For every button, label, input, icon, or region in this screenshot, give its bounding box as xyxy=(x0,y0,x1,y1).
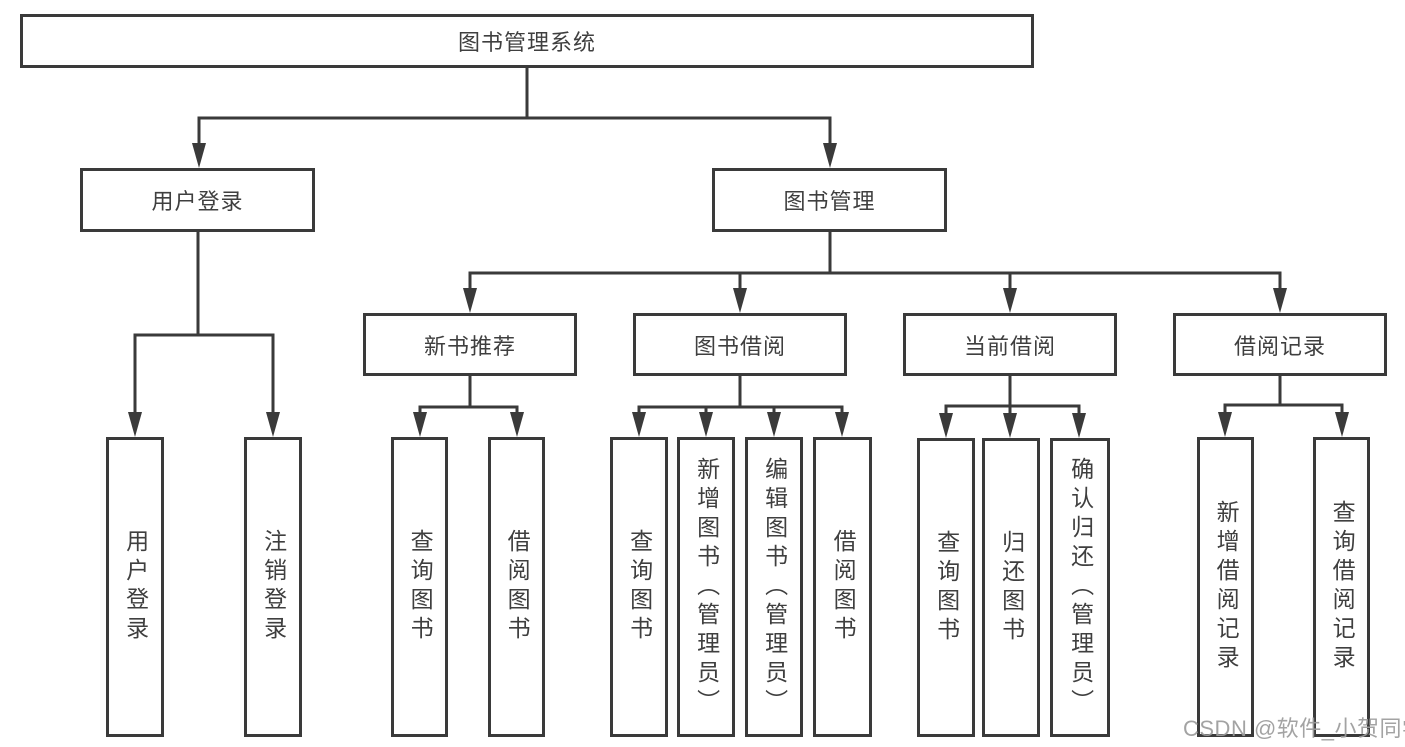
leaf-add-borrow-record-label: 新增借阅记录 xyxy=(1213,500,1240,674)
leaf-query-borrow-record: 查询借阅记录 xyxy=(1313,437,1370,737)
arrowhead-icon xyxy=(1072,413,1086,438)
watermark: CSDN @软件_小贺同学 xyxy=(1183,716,1405,741)
leaf-borrow-books-2: 借阅图书 xyxy=(813,437,872,737)
leaf-query-books-3-label: 查询图书 xyxy=(933,529,960,646)
node-book-management: 图书管理 xyxy=(712,168,947,232)
node-current-borrowing: 当前借阅 xyxy=(903,313,1117,376)
node-borrowing-records: 借阅记录 xyxy=(1173,313,1387,376)
arrowhead-icon xyxy=(632,412,646,437)
leaf-return-book-label: 归还图书 xyxy=(998,529,1025,646)
leaf-borrow-books-1: 借阅图书 xyxy=(488,437,545,737)
leaf-edit-book-admin-label: 编辑图书（管理员） xyxy=(761,456,788,718)
arrowhead-icon xyxy=(733,288,747,313)
leaf-add-book-admin: 新增图书（管理员） xyxy=(677,437,735,737)
node-user-login: 用户登录 xyxy=(80,168,315,232)
arrowhead-icon xyxy=(699,412,713,437)
node-borrowing-records-label: 借阅记录 xyxy=(1233,333,1326,359)
arrowhead-icon xyxy=(1003,413,1017,438)
arrowhead-icon xyxy=(510,412,524,437)
arrowhead-icon xyxy=(413,412,427,437)
arrowhead-icon xyxy=(1335,412,1349,437)
leaf-user-login-label: 用户登录 xyxy=(122,529,149,645)
node-library-management-system: 图书管理系统 xyxy=(20,14,1034,68)
arrowhead-icon xyxy=(1003,288,1017,313)
node-book-management-label: 图书管理 xyxy=(783,189,876,214)
leaf-confirm-return-admin-label: 确认归还（管理员） xyxy=(1067,457,1094,718)
leaf-borrow-books-2-label: 借阅图书 xyxy=(830,529,857,645)
arrowhead-icon xyxy=(823,143,837,168)
node-current-borrowing-label: 当前借阅 xyxy=(963,333,1056,359)
leaf-logout: 注销登录 xyxy=(244,437,302,737)
node-book-borrowing: 图书借阅 xyxy=(633,313,847,376)
node-library-management-system-label: 图书管理系统 xyxy=(457,30,596,55)
leaf-query-books-3: 查询图书 xyxy=(917,438,975,737)
leaf-confirm-return-admin: 确认归还（管理员） xyxy=(1050,438,1110,737)
leaf-logout-label: 注销登录 xyxy=(260,529,287,645)
arrowhead-icon xyxy=(128,412,142,437)
leaf-query-books-1: 查询图书 xyxy=(391,437,448,737)
arrowhead-icon xyxy=(939,413,953,438)
arrowhead-icon xyxy=(767,412,781,437)
arrowhead-icon xyxy=(1273,288,1287,313)
leaf-borrow-books-1-label: 借阅图书 xyxy=(504,529,531,645)
leaf-query-borrow-record-label: 查询借阅记录 xyxy=(1329,500,1356,674)
arrowhead-icon xyxy=(835,412,849,437)
leaf-add-borrow-record: 新增借阅记录 xyxy=(1197,437,1254,737)
arrowhead-icon xyxy=(463,288,477,313)
leaf-query-books-1-label: 查询图书 xyxy=(407,529,434,645)
leaf-edit-book-admin: 编辑图书（管理员） xyxy=(745,437,803,737)
leaf-return-book: 归还图书 xyxy=(982,438,1040,737)
node-book-borrowing-label: 图书借阅 xyxy=(693,333,786,359)
leaf-add-book-admin-label: 新增图书（管理员） xyxy=(693,456,720,718)
leaf-query-books-2: 查询图书 xyxy=(610,437,668,737)
arrowhead-icon xyxy=(192,143,206,168)
node-user-login-label: 用户登录 xyxy=(151,189,244,214)
node-new-book-recommendation-label: 新书推荐 xyxy=(423,333,516,359)
arrowhead-icon xyxy=(1218,412,1232,437)
arrowhead-icon xyxy=(266,412,280,437)
leaf-query-books-2-label: 查询图书 xyxy=(626,529,653,645)
leaf-user-login: 用户登录 xyxy=(106,437,164,737)
node-new-book-recommendation: 新书推荐 xyxy=(363,313,577,376)
